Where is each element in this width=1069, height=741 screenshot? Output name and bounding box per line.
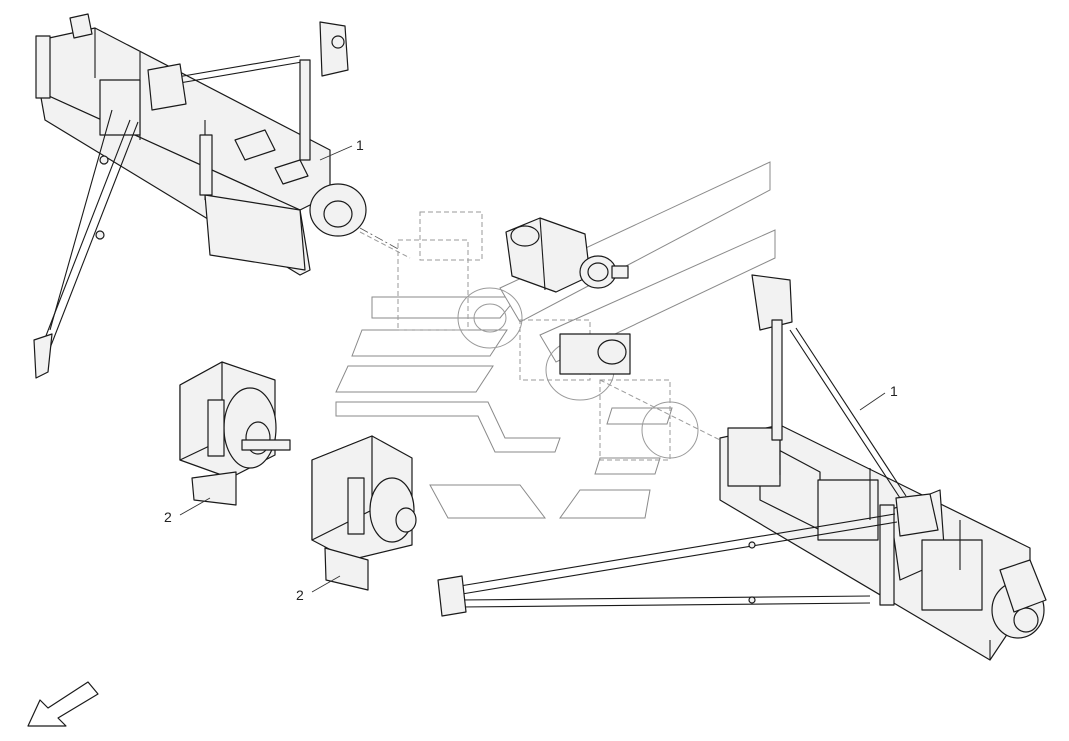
front-direction-arrow-icon: [27, 681, 99, 727]
centerline-left: [359, 227, 401, 251]
callout-label-1-lower: 1: [890, 383, 898, 399]
callout-label-2-center: 2: [296, 587, 304, 603]
left-small-unit: [179, 361, 291, 506]
central-gearbox: [505, 217, 631, 375]
callout-label-2-left: 2: [164, 509, 172, 525]
callout-label-1-upper: 1: [356, 137, 364, 153]
lower-right-assembly: [437, 274, 1047, 661]
center-small-unit: [311, 435, 417, 591]
upper-left-assembly: [33, 13, 367, 379]
leader-lines: [179, 145, 886, 593]
